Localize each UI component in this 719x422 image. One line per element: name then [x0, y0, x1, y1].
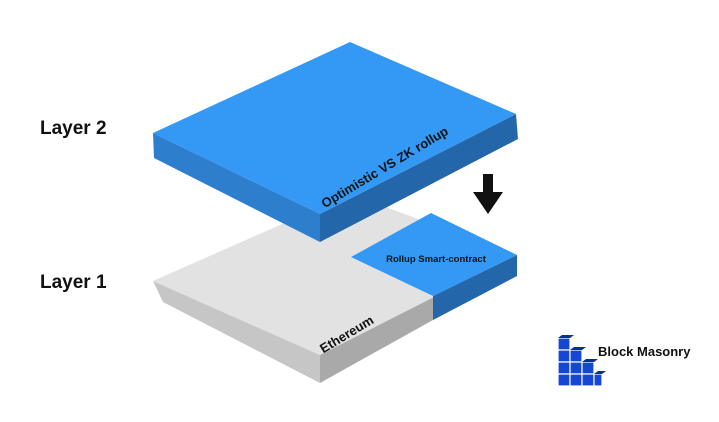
layer1-label: Layer 1 [40, 272, 107, 293]
layer1-side-left [153, 281, 320, 383]
layer2-top [153, 42, 516, 214]
contract-block: Rollup Smart-contract [351, 213, 517, 320]
layer2-platform: Optimistic VS ZK rollup [153, 42, 518, 242]
layer1-side-right [320, 296, 433, 383]
contract-side-right [433, 255, 517, 320]
contract-top [351, 213, 517, 296]
brand-name: Block Masonry [598, 344, 691, 359]
layer2-side-right [320, 114, 518, 242]
layer2-side-left [153, 133, 320, 242]
arrow-down-icon [473, 174, 503, 214]
contract-label: Rollup Smart-contract [386, 254, 487, 265]
layer2-label: Layer 2 [40, 118, 107, 139]
stacked-blocks-logo-icon [557, 335, 606, 387]
